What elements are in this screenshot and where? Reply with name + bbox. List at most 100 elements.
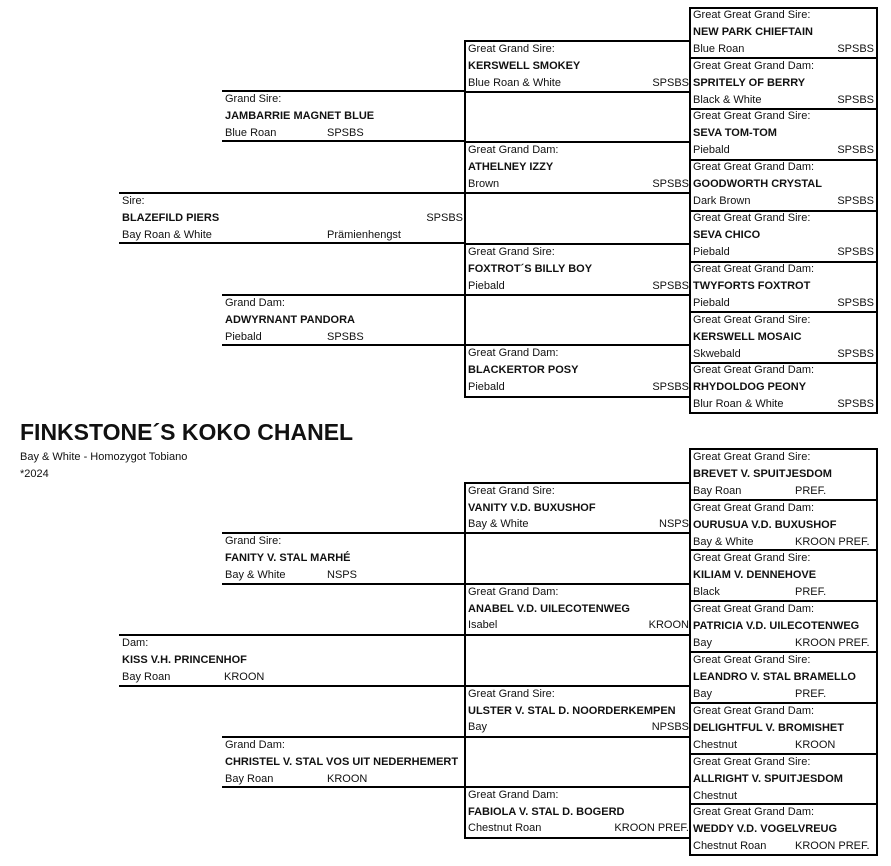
registry: KROON [224,671,265,683]
horse-name: KERSWELL MOSAIC [693,331,802,343]
entry-label: Great Great Grand Sire: [693,756,811,768]
sire-ggd-1-entry: Great Grand Dam: ATHELNEY IZZY Brown SPS… [466,142,691,192]
registry: SPSBS [837,94,874,106]
horse-color: Piebald [693,144,730,156]
horse-name: VANITY V.D. BUXUSHOF [468,502,596,514]
registry: SPSBS [837,398,874,410]
dam-entry: Dam: KISS V.H. PRINCENHOF Bay Roan KROON [119,635,466,685]
registry: PREF. [795,586,827,598]
sire-gggs-1-entry: Great Great Grand Sire: NEW PARK CHIEFTA… [691,8,877,59]
registry: PREF. [795,688,827,700]
horse-name: ULSTER V. STAL D. NOORDERKEMPEN [468,705,676,717]
entry-label: Great Grand Sire: [468,688,555,700]
horse-name: ADWYRNANT PANDORA [225,314,355,326]
horse-color: Piebald [225,331,262,343]
sire-ggs-2-entry: Great Grand Sire: FOXTROT´S BILLY BOY Pi… [466,244,691,294]
registry: SPSBS [837,43,874,55]
subject-birth-year: *2024 [20,468,49,480]
horse-color: Piebald [468,280,505,292]
horse-name: GOODWORTH CRYSTAL [693,178,822,190]
sire-entry: Sire: BLAZEFILD PIERS SPSBS Bay Roan & W… [119,193,466,243]
horse-color: Bay [693,637,712,649]
sire-gggs-2-entry: Great Great Grand Sire: SEVA TOM-TOM Pie… [691,109,877,160]
dam-gggs-3-entry: Great Great Grand Sire: LEANDRO V. STAL … [691,652,877,703]
horse-name: ANABEL V.D. UILECOTENWEG [468,603,630,615]
registry: KROON [795,739,836,751]
dam-grand-dam-entry: Grand Dam: CHRISTEL V. STAL VOS UIT NEDE… [222,737,466,787]
entry-label: Great Great Grand Sire: [693,552,811,564]
entry-label: Grand Sire: [225,93,282,105]
horse-color: Dark Brown [693,195,751,207]
horse-color: Bay [468,721,487,733]
entry-label: Great Great Grand Dam: [693,603,815,615]
dam-gggd-3-entry: Great Great Grand Dam: DELIGHTFUL V. BRO… [691,703,877,754]
entry-label: Great Grand Dam: [468,789,559,801]
registry: NPSBS [651,721,689,733]
dam-grand-sire-entry: Grand Sire: FANITY V. STAL MARHÉ Bay & W… [222,533,466,583]
horse-name: SEVA TOM-TOM [693,127,777,139]
registry: SPSBS [837,195,874,207]
entry-label: Great Great Grand Sire: [693,451,811,463]
entry-label: Great Grand Sire: [468,43,555,55]
dam-gggd-1-entry: Great Great Grand Dam: OURUSUA V.D. BUXU… [691,500,877,551]
horse-name: SPRITELY OF BERRY [693,77,806,89]
entry-label: Great Great Grand Sire: [693,212,811,224]
entry-label: Sire: [122,195,145,207]
registry: SPSBS [327,331,364,343]
horse-color: Bay Roan [225,773,274,785]
sire-grand-sire-entry: Grand Sire: JAMBARRIE MAGNET BLUE Blue R… [222,91,466,141]
dam-gggs-2-entry: Great Great Grand Sire: KILIAM V. DENNEH… [691,550,877,601]
horse-color: Chestnut Roan [693,840,767,852]
registry: NSPS [659,518,689,530]
horse-name: FOXTROT´S BILLY BOY [468,263,593,275]
horse-name: NEW PARK CHIEFTAIN [693,26,813,38]
dam-ggd-1-entry: Great Grand Dam: ANABEL V.D. UILECOTENWE… [466,584,691,634]
registry: SPSBS [837,348,874,360]
horse-color: Piebald [693,246,730,258]
horse-name: DELIGHTFUL V. BROMISHET [693,722,844,734]
registry: SPSBS [837,246,874,258]
horse-color: Bay Roan & White [122,229,212,241]
horse-color: Blue Roan & White [468,77,561,89]
horse-color: Black [693,586,720,598]
horse-color: Blue Roan [225,127,277,139]
horse-name: FABIOLA V. STAL D. BOGERD [468,806,625,818]
horse-color: Bay & White [693,536,754,548]
entry-label: Grand Sire: [225,535,282,547]
entry-label: Great Great Grand Dam: [693,705,815,717]
horse-color: Isabel [468,619,498,631]
horse-name: JAMBARRIE MAGNET BLUE [225,110,375,122]
registry: SPSBS [837,144,874,156]
dam-gggd-2-entry: Great Great Grand Dam: PATRICIA V.D. UIL… [691,601,877,652]
dam-ggs-2-entry: Great Grand Sire: ULSTER V. STAL D. NOOR… [466,686,691,736]
horse-color: Bay & White [468,518,529,530]
horse-color: Bay [693,688,712,700]
sire-gggd-2-entry: Great Great Grand Dam: GOODWORTH CRYSTAL… [691,160,877,211]
horse-name: WEDDY V.D. VOGELVREUG [693,823,838,835]
entry-label: Great Great Grand Sire: [693,654,811,666]
horse-color: Bay Roan [693,485,742,497]
horse-name: ALLRIGHT V. SPUITJESDOM [693,773,843,785]
registry: SPSBS [426,212,463,224]
sire-ggd-2-entry: Great Grand Dam: BLACKERTOR POSY Piebald… [466,345,691,395]
horse-note: Prämienhengst [327,229,401,241]
horse-color: Black & White [693,94,762,106]
registry: KROON PREF. [795,840,870,852]
registry: KROON PREF. [795,637,870,649]
entry-label: Great Great Grand Sire: [693,110,811,122]
sire-gggs-3-entry: Great Great Grand Sire: SEVA CHICO Pieba… [691,211,877,262]
horse-color: Bay Roan [122,671,171,683]
dam-gggd-4-entry: Great Great Grand Dam: WEDDY V.D. VOGELV… [691,804,877,855]
horse-color: Chestnut [693,790,738,802]
horse-name: KERSWELL SMOKEY [468,60,581,72]
horse-name: ATHELNEY IZZY [468,161,554,173]
horse-color: Chestnut Roan [468,822,542,834]
entry-label: Grand Dam: [225,297,285,309]
sire-ggs-1-entry: Great Grand Sire: KERSWELL SMOKEY Blue R… [466,41,691,91]
entry-label: Great Grand Dam: [468,586,559,598]
horse-name: KILIAM V. DENNEHOVE [693,569,817,581]
registry: PREF. [795,485,827,497]
horse-name: BREVET V. SPUITJESDOM [693,468,832,480]
entry-label: Great Great Grand Dam: [693,806,815,818]
registry: SPSBS [837,297,874,309]
